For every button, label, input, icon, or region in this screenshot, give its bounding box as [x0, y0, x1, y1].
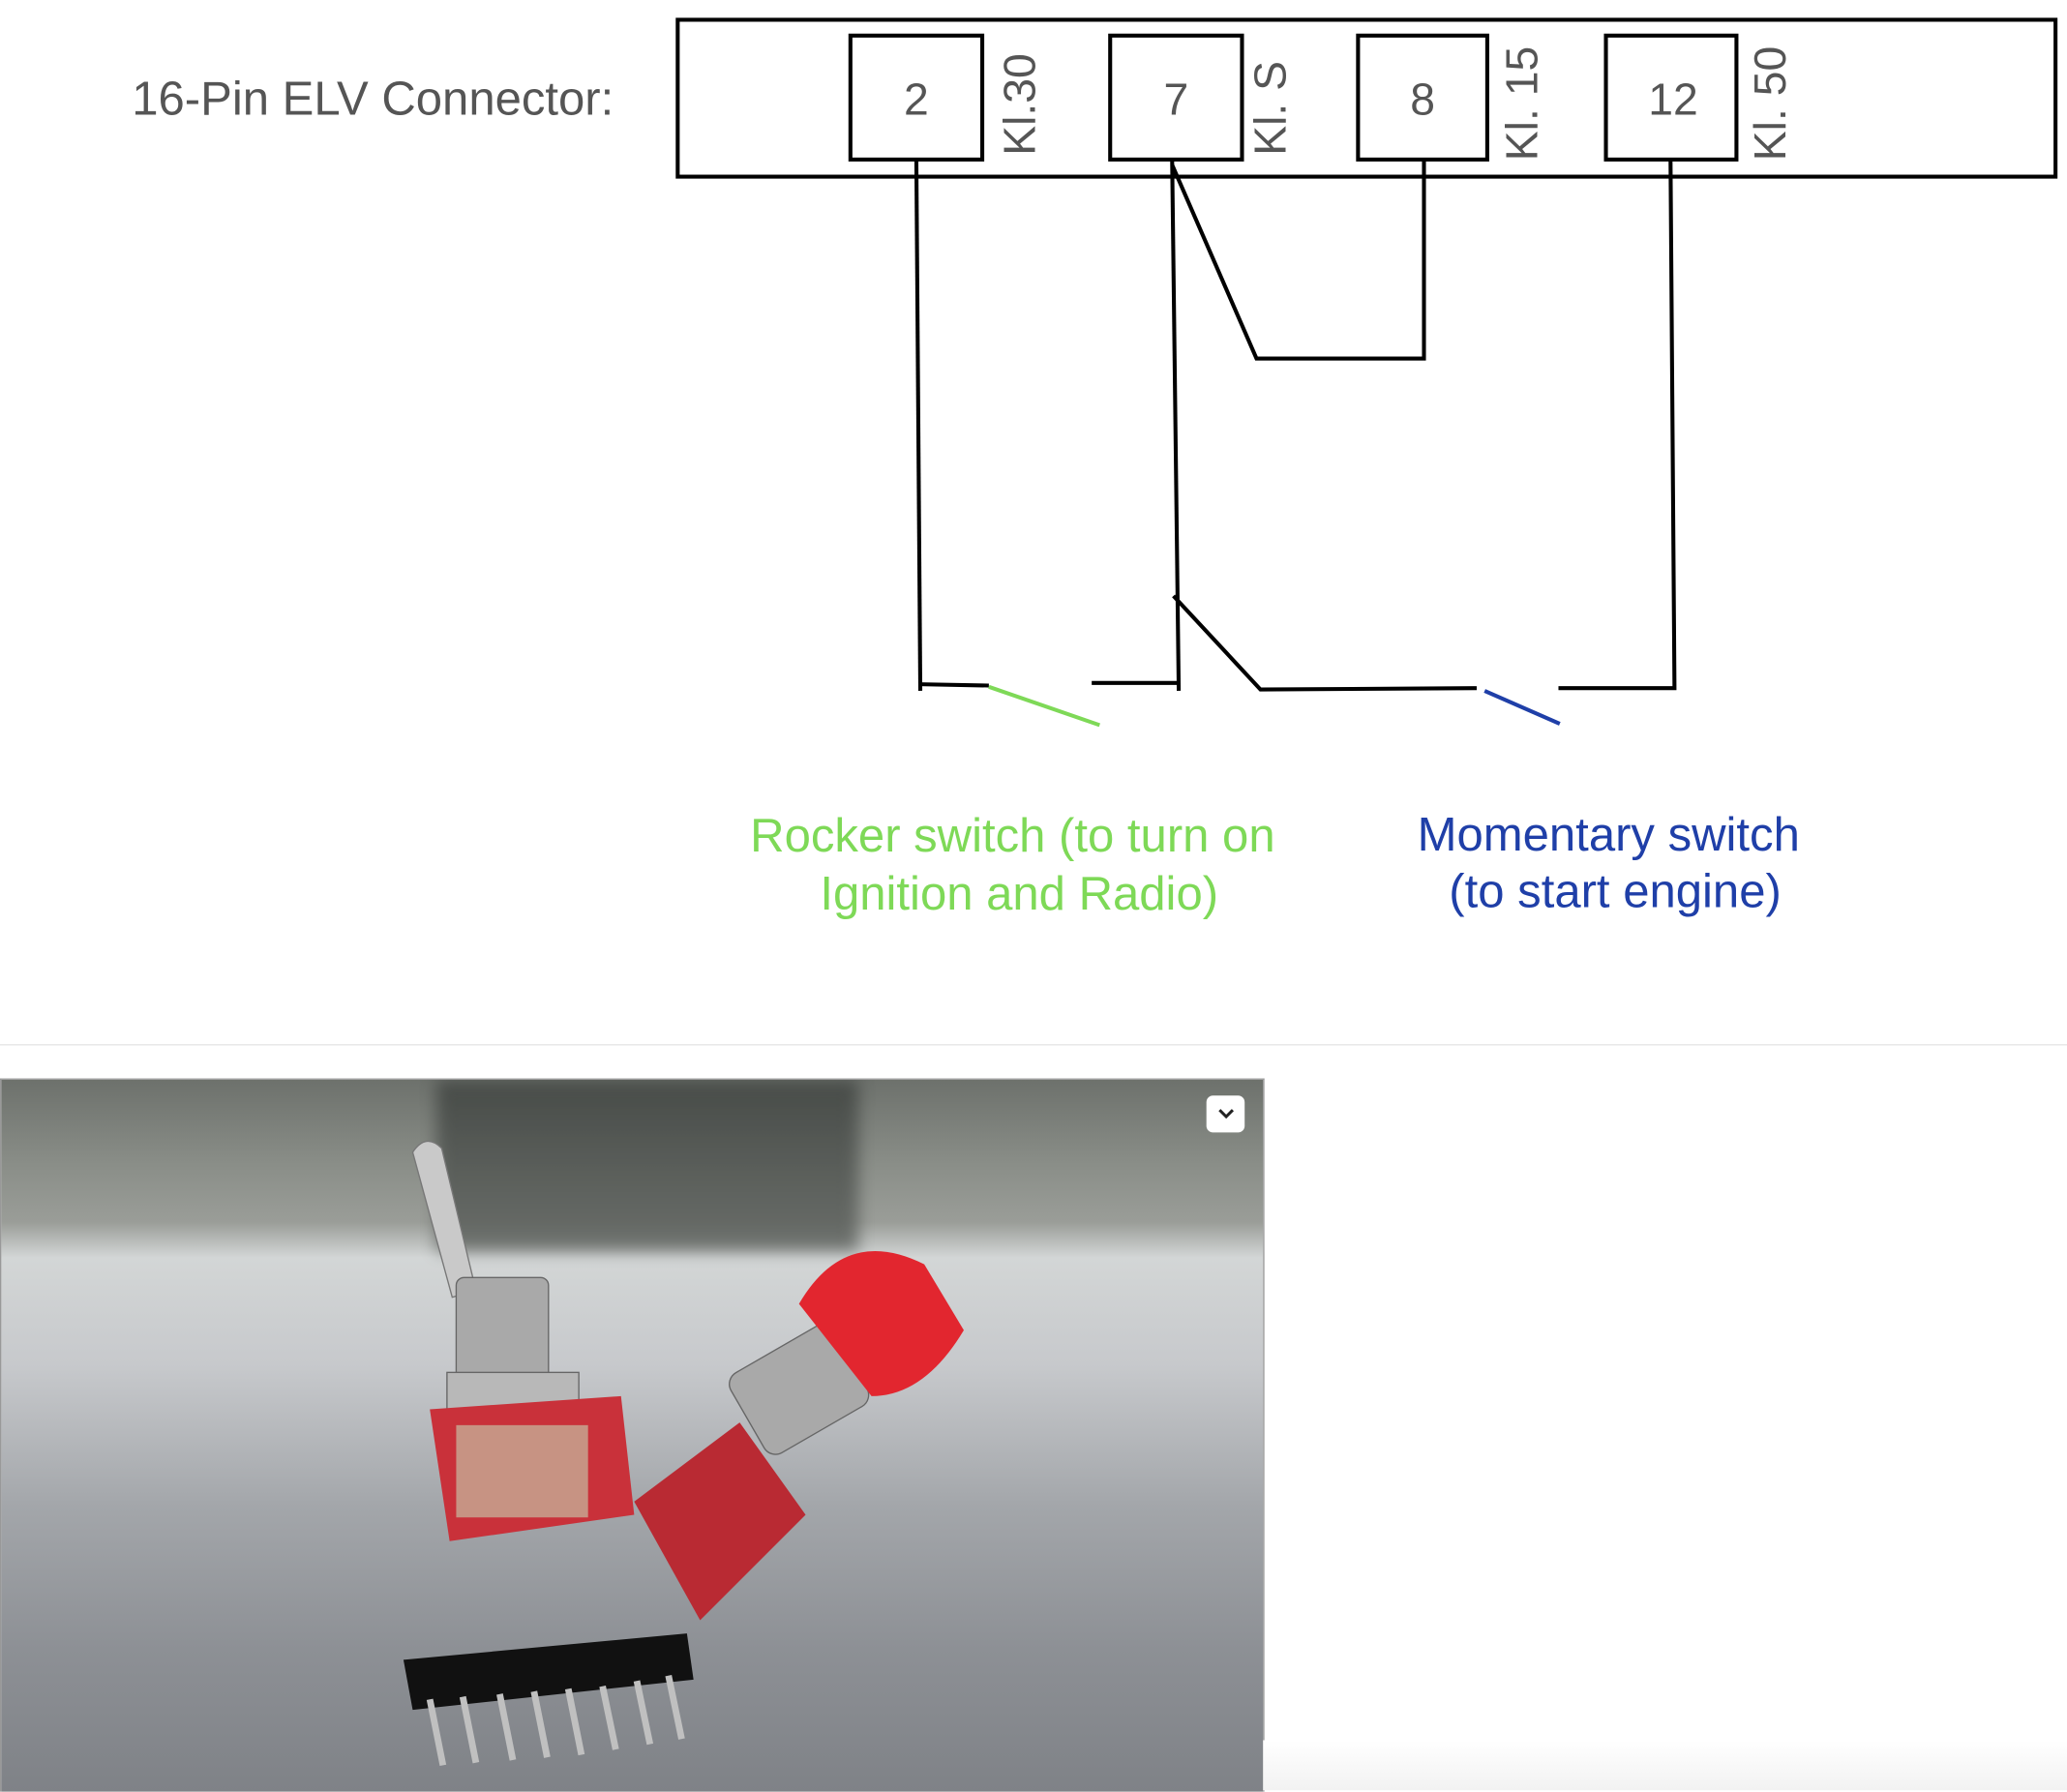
pin-12-terminal: Kl. 50 — [1745, 46, 1795, 161]
momentary-switch-contact — [1483, 689, 1561, 726]
expand-button[interactable] — [1206, 1095, 1245, 1133]
chevron-down-icon — [1217, 1109, 1234, 1120]
pin-8-terminal: Kl. 15 — [1497, 46, 1547, 161]
pin-12: 12 Kl. 50 — [1603, 33, 1795, 162]
rocker-caption: Rocker switch (to turn on Ignition and R… — [750, 810, 1288, 920]
pin-7-terminal: Kl. S — [1244, 61, 1295, 156]
photo-background — [435, 1079, 858, 1252]
pin-2: 2 Kl.30 — [848, 33, 1045, 162]
wires — [914, 159, 1677, 692]
pin-header — [403, 1633, 694, 1767]
svg-text:7: 7 — [1163, 75, 1188, 125]
svg-text:8: 8 — [1410, 75, 1435, 125]
momentary-caption: Momentary switch (to start engine) — [1418, 809, 1813, 918]
pin-2-terminal: Kl.30 — [995, 53, 1045, 156]
pin-7: 7 Kl. S — [1108, 33, 1295, 162]
switch-photo — [0, 1078, 1265, 1792]
bottom-fade — [1263, 1740, 2067, 1791]
wiring-diagram: 16-Pin ELV Connector: 2 Kl.30 7 Kl. S 8 … — [132, 17, 2058, 920]
toggle-switch — [411, 1140, 635, 1541]
svg-text:12: 12 — [1648, 75, 1698, 125]
pin-8: 8 Kl. 15 — [1356, 33, 1547, 162]
push-button-switch — [634, 1251, 964, 1621]
connector-body — [675, 17, 2058, 179]
rocker-switch-contact — [988, 684, 1100, 728]
svg-text:2: 2 — [904, 75, 929, 125]
section-divider — [0, 1044, 2067, 1046]
connector-label: 16-Pin ELV Connector: — [132, 74, 614, 126]
switches-illustration — [403, 1140, 964, 1767]
